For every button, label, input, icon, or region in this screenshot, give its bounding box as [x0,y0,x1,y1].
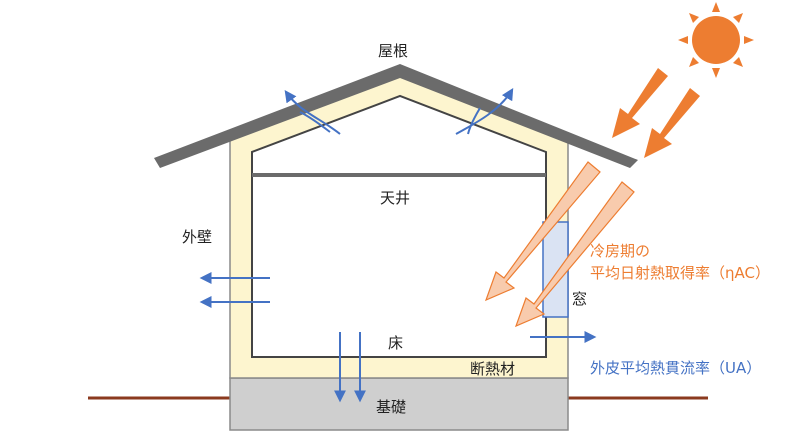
solar-arrow-2 [644,88,700,158]
foundation-label: 基礎 [376,398,406,416]
solar-arrow-long-1 [484,161,601,302]
insulation-label: 断熱材 [470,360,515,378]
roof-heat-arrow-left [284,90,341,135]
roof-label: 屋根 [378,42,408,60]
ceiling-label: 天井 [380,189,410,207]
roof-heat-arrow-right [455,87,514,135]
solar-arrow-long-2 [514,181,635,328]
exterior-wall-label: 外壁 [182,228,212,246]
roof-heat-arrow-right-2 [467,107,481,135]
eta-ac-label-line1: 冷房期の [590,242,650,260]
roof-heat-arrow-left-2 [299,111,331,133]
foundation-block [229,377,569,431]
window-label: 窓 [572,290,587,308]
house-interior [251,94,547,358]
ua-label: 外皮平均熱貫流率（UA） [590,359,761,377]
sun-icon [678,2,754,78]
eta-ac-label-line2: 平均日射熱取得率（ηAC） [590,264,770,282]
floor-label: 床 [388,334,403,352]
solar-arrow-1 [612,68,668,138]
